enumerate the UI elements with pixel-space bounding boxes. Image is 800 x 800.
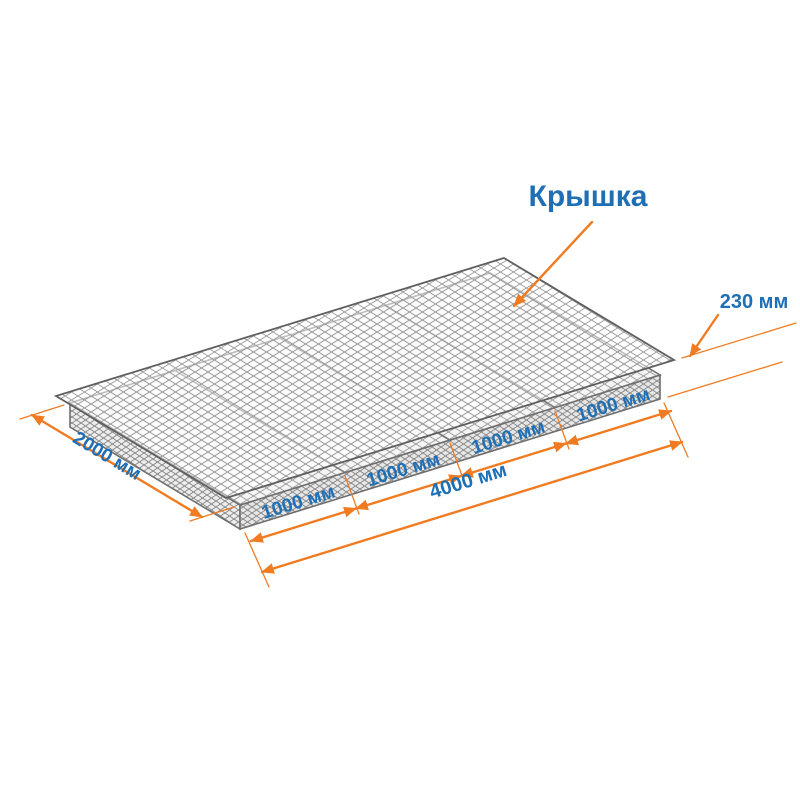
width-dimension-line — [30, 413, 204, 519]
height-label: 230 мм — [720, 291, 789, 313]
extension-line — [244, 532, 270, 588]
lid-label: Крышка — [529, 180, 648, 213]
dimension-lines — [19, 220, 797, 588]
extension-line — [681, 322, 797, 359]
total-length-dimension-line — [260, 440, 684, 574]
measure-lines — [30, 220, 720, 574]
lid-callout-arrow — [512, 220, 594, 308]
extension-line — [667, 361, 783, 398]
extension-line — [19, 404, 65, 420]
extension-line — [189, 506, 235, 522]
height-dimension-arrow — [688, 313, 720, 358]
segment-dimension-line-4 — [564, 409, 673, 446]
